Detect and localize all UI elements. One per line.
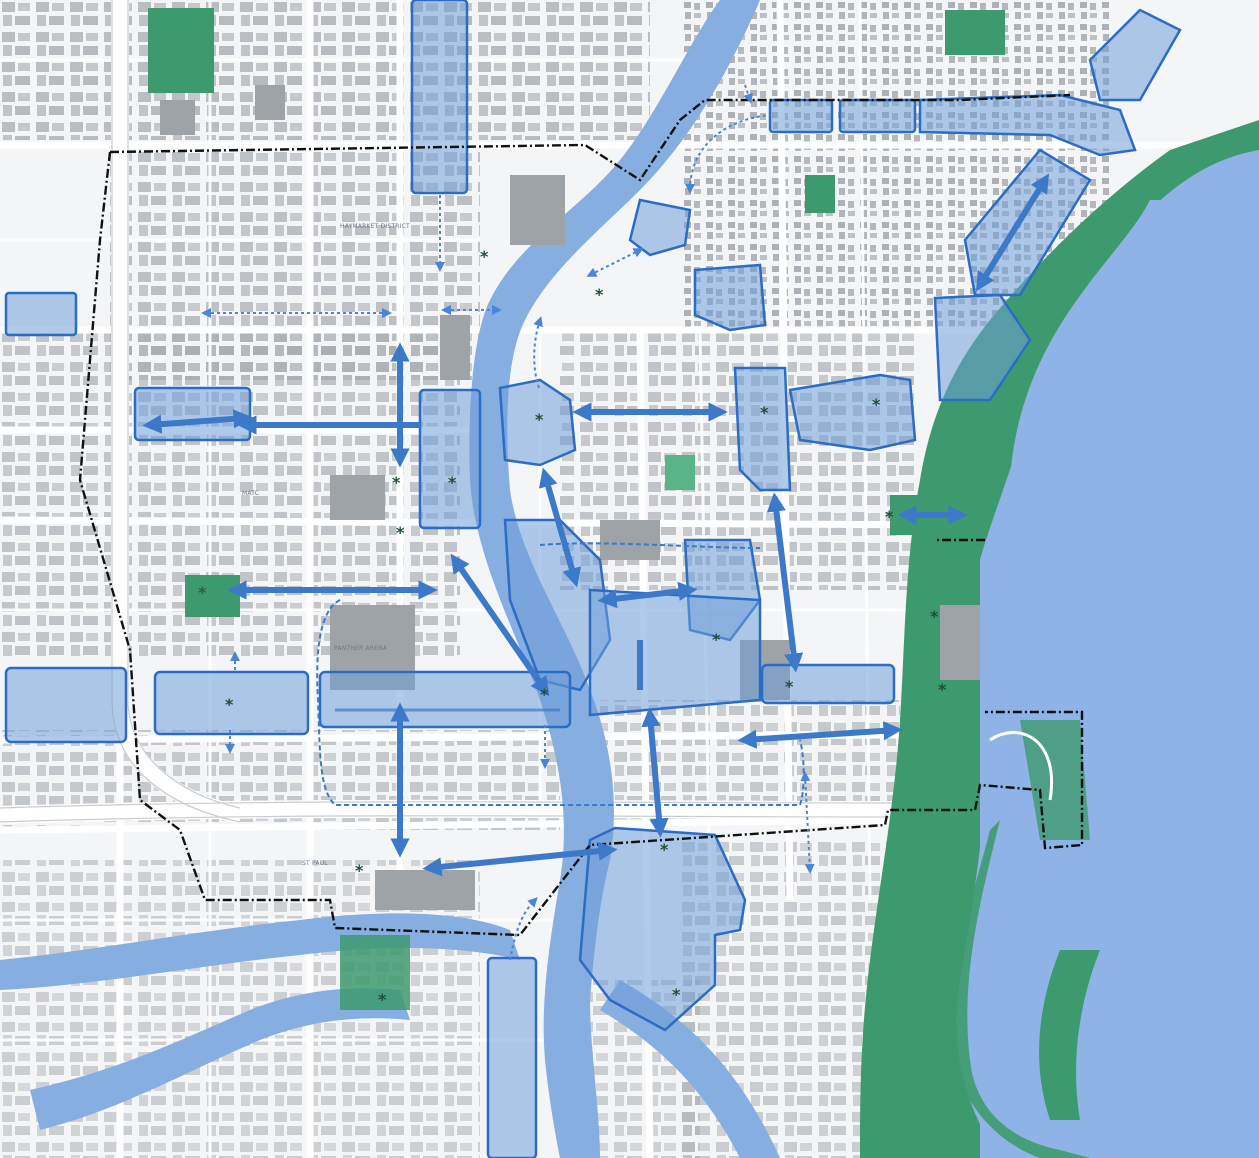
district-third-ward bbox=[578, 826, 747, 1032]
district-central-north bbox=[418, 388, 482, 530]
asterisk-icon: * bbox=[448, 473, 457, 492]
convention-building bbox=[330, 475, 385, 520]
district-midtown-north bbox=[693, 263, 767, 332]
asterisk-icon: * bbox=[760, 403, 769, 422]
asterisk-icon: * bbox=[785, 677, 794, 696]
district-east-strip bbox=[733, 366, 792, 492]
district-kilbourn-corridor bbox=[318, 670, 572, 729]
asterisk-icon: * bbox=[712, 630, 721, 649]
district-downtown-core bbox=[588, 588, 762, 717]
district-wisconsin-ave bbox=[760, 663, 896, 705]
park-northwest bbox=[148, 8, 214, 93]
asterisk-icon: * bbox=[930, 607, 939, 626]
asterisk-icon: * bbox=[396, 523, 405, 542]
asterisk-icon: * bbox=[355, 861, 364, 880]
district-walkers-point bbox=[486, 956, 538, 1158]
district-north-corridor bbox=[410, 0, 469, 195]
label-st-paul: ST PAUL bbox=[302, 860, 328, 867]
district-west-edge bbox=[4, 291, 78, 337]
district-far-northeast bbox=[1088, 8, 1182, 102]
district-brady-1 bbox=[768, 98, 834, 134]
label-haymarket: HAYMARKET DISTRICT bbox=[340, 223, 410, 230]
district-north-point bbox=[628, 198, 692, 257]
asterisk-icon: * bbox=[938, 680, 947, 699]
park-northeast bbox=[945, 10, 1005, 55]
dotted-connectors bbox=[201, 84, 815, 961]
district-east-town bbox=[788, 373, 917, 452]
asterisk-icon: * bbox=[660, 840, 669, 859]
district-brady-2 bbox=[838, 98, 917, 134]
label-matc: MATC bbox=[242, 490, 259, 497]
asterisk-icon: * bbox=[480, 247, 489, 266]
park-south bbox=[340, 935, 410, 1010]
park-west bbox=[185, 575, 240, 617]
district-west-wisconsin bbox=[153, 670, 310, 736]
asterisk-icon: * bbox=[378, 990, 387, 1009]
asterisk-icon: * bbox=[672, 985, 681, 1004]
connection-arrows bbox=[142, 173, 1050, 877]
asterisk-icon: * bbox=[595, 285, 604, 304]
arrow-west-ave bbox=[142, 409, 253, 434]
district-west-gateway bbox=[4, 666, 128, 744]
parks bbox=[148, 8, 1005, 1010]
lakefront bbox=[860, 120, 1259, 1158]
asterisk-icon: * bbox=[540, 685, 549, 704]
district-markers: * * * * * * * * * * * * * * * * * * * * bbox=[198, 247, 947, 1009]
district-west-avenue bbox=[133, 386, 252, 442]
asterisk-icon: * bbox=[872, 395, 881, 414]
station-building bbox=[375, 870, 475, 910]
park-north-square bbox=[805, 175, 835, 213]
asterisk-icon: * bbox=[225, 695, 234, 714]
asterisk-icon: * bbox=[535, 410, 544, 429]
asterisk-icon: * bbox=[198, 583, 207, 602]
label-arena: PANTHER ARENA bbox=[334, 645, 388, 652]
district-brady-east bbox=[918, 93, 1137, 157]
districts bbox=[4, 0, 1182, 1158]
lakefront-museum bbox=[940, 605, 980, 680]
river-system bbox=[0, 0, 780, 1158]
downtown-boundary bbox=[78, 93, 1084, 937]
district-riverwalk-north bbox=[498, 378, 577, 467]
asterisk-icon: * bbox=[392, 473, 401, 492]
asterisk-icon: * bbox=[885, 507, 894, 526]
